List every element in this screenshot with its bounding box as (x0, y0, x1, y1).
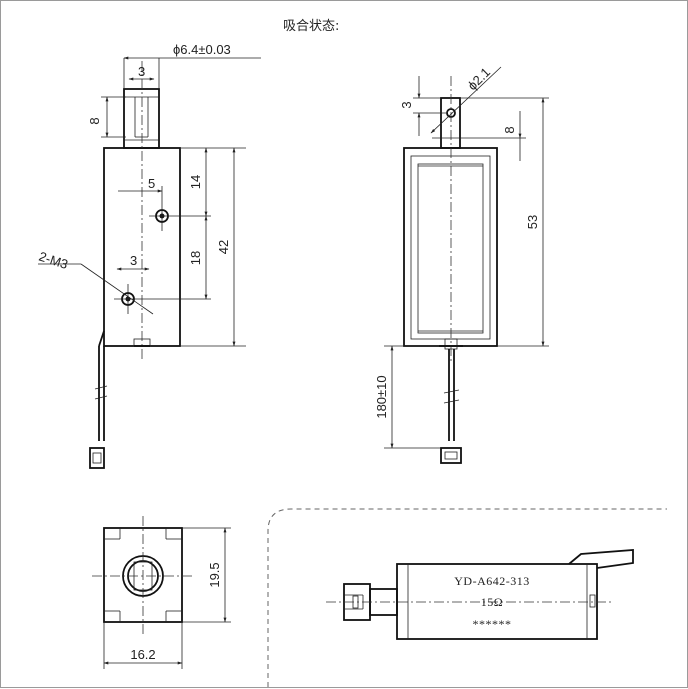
dim-bottom-height: 19.5 (207, 562, 222, 587)
bottom-view: 19.5 16.2 (92, 516, 231, 669)
front-connector (89, 447, 105, 469)
product-model: YD-A642-313 (454, 574, 530, 588)
label-view: YD-A642-313 15Ω ****** (267, 508, 667, 687)
dim-shaft-diameter: ϕ6.4±0.03 (173, 42, 231, 57)
dim-body-height: 42 (216, 240, 231, 254)
dim-pin-diameter: ϕ2.1 (465, 65, 494, 94)
label-area-border (267, 508, 667, 687)
dim-shaft-height: 8 (87, 117, 102, 124)
dim-bottom-width: 16.2 (130, 647, 155, 662)
side-plunger (440, 97, 461, 149)
front-view: ϕ6.4±0.03 3 8 5 14 18 42 3 2-M3 (37, 42, 261, 469)
side-connector (440, 447, 462, 464)
dim-hole-top: 14 (188, 175, 203, 189)
dim-total-height: 53 (525, 215, 540, 229)
product-code-stars: ****** (473, 617, 512, 631)
drawing-title: 吸合状态: (283, 19, 339, 34)
thread-callout: 2-M3 (37, 249, 70, 272)
bottom-body (103, 527, 183, 623)
front-shaft (123, 88, 160, 149)
dim-hole-offset-bottom: 3 (130, 253, 137, 268)
dim-hole-spacing: 18 (188, 251, 203, 265)
dim-lead-length: 180±10 (374, 375, 389, 418)
product-resistance: 15Ω (481, 595, 503, 609)
side-view: ϕ2.1 3 8 53 180±10 (374, 65, 549, 464)
dim-shaft-width: 3 (138, 64, 145, 79)
dim-hole-offset-top: 5 (148, 176, 155, 191)
dim-plunger-height: 8 (502, 126, 517, 133)
side-coil (417, 163, 484, 334)
dim-pin-offset: 3 (399, 101, 414, 108)
